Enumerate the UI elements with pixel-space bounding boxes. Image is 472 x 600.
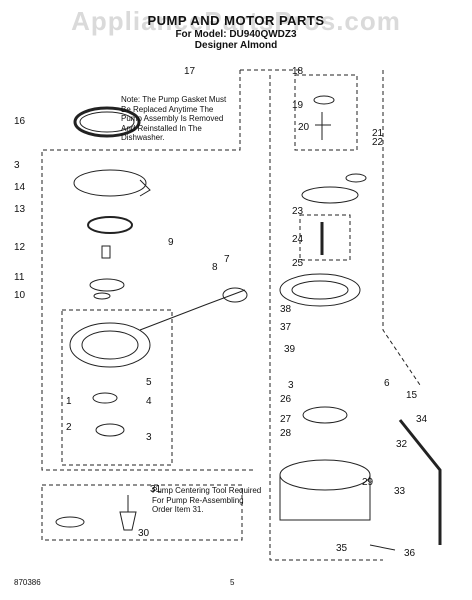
- drain-hose: [398, 419, 442, 545]
- part-callout-18: 18: [292, 66, 304, 77]
- page-title: PUMP AND MOTOR PARTS: [147, 13, 325, 28]
- centering-tool-ring: [55, 516, 85, 528]
- part-callout-14: 14: [14, 182, 26, 193]
- gasket-note: Note: The Pump Gasket Must Be Replaced A…: [121, 95, 227, 142]
- part-callout-35: 35: [336, 543, 348, 554]
- part-callout-31: 31: [150, 484, 162, 495]
- part-callout-17: 17: [184, 66, 196, 77]
- spray-part: [313, 95, 335, 105]
- page-number: 5: [230, 578, 235, 587]
- part-callout-16: 16: [14, 116, 26, 127]
- part-callout-5: 5: [146, 377, 152, 388]
- part-callout-32: 32: [396, 439, 408, 450]
- seal-box-outline: [299, 214, 351, 261]
- part-callout-39: 39: [284, 344, 296, 355]
- part-callout-30: 30: [138, 528, 150, 539]
- drain-arm: [139, 289, 246, 331]
- part-callout-2: 2: [66, 422, 72, 433]
- motor-mount-plate: [279, 273, 361, 307]
- filter-part: [101, 245, 111, 259]
- part-callout-15: 15: [406, 390, 418, 401]
- part-callout-3: 3: [146, 432, 152, 443]
- pump-box-outline: [61, 309, 173, 466]
- part-callout-7: 7: [224, 254, 230, 265]
- part-callout-23: 23: [292, 206, 304, 217]
- model-number: For Model: DU940QWDZ3: [175, 29, 297, 40]
- pump-housing-top: [73, 169, 147, 197]
- part-callout-6: 6: [384, 378, 390, 389]
- diagram-code: 870386: [14, 578, 41, 587]
- part-callout-8: 8: [212, 262, 218, 273]
- right-assembly-outline: [269, 75, 383, 561]
- part-callout-4: 4: [146, 396, 152, 407]
- tool-box-outline: [41, 484, 243, 541]
- impeller-disc: [89, 278, 125, 292]
- part-callout-21: 21: [372, 128, 384, 139]
- wire-harness: [369, 544, 396, 551]
- centering-tool: [119, 495, 137, 531]
- part-callout-33: 33: [394, 486, 406, 497]
- part-callout-22: 22: [372, 137, 384, 148]
- part-callout-28: 28: [280, 428, 292, 439]
- pump-gasket: [73, 106, 141, 138]
- o-ring: [87, 216, 133, 234]
- part-callout-20: 20: [298, 122, 310, 133]
- part-callout-26: 26: [280, 394, 292, 405]
- part-callout-11: 11: [14, 272, 25, 283]
- lower-housing: [301, 186, 359, 204]
- motor-disc: [302, 406, 348, 424]
- part-callout-36: 36: [404, 548, 416, 559]
- motor: [279, 459, 371, 491]
- outline-dash: [240, 69, 421, 386]
- part-callout-19: 19: [292, 100, 304, 111]
- model-color: Designer Almond: [194, 40, 278, 51]
- part-callout-3: 3: [14, 160, 20, 171]
- part-callout-10: 10: [14, 290, 26, 301]
- centering-tool-note: Pump Centering Tool Required For Pump Re…: [152, 486, 262, 514]
- pump-base: [69, 322, 151, 368]
- part-callout-27: 27: [280, 414, 292, 425]
- part-callout-37: 37: [280, 322, 292, 333]
- part-callout-9: 9: [168, 237, 174, 248]
- impeller-housing: [95, 423, 125, 437]
- part-callout-38: 38: [280, 304, 292, 315]
- part-callout-12: 12: [14, 242, 26, 253]
- part-callout-29: 29: [362, 477, 374, 488]
- part-callout-1: 1: [66, 396, 72, 407]
- part-callout-13: 13: [14, 204, 26, 215]
- part-callout-34: 34: [416, 414, 428, 425]
- part-callout-24: 24: [292, 234, 304, 245]
- impeller: [92, 392, 118, 404]
- part-callout-25: 25: [292, 258, 304, 269]
- left-assembly-outline: [41, 70, 255, 471]
- top-box-outline: [294, 74, 358, 151]
- part-callout-3: 3: [288, 380, 294, 391]
